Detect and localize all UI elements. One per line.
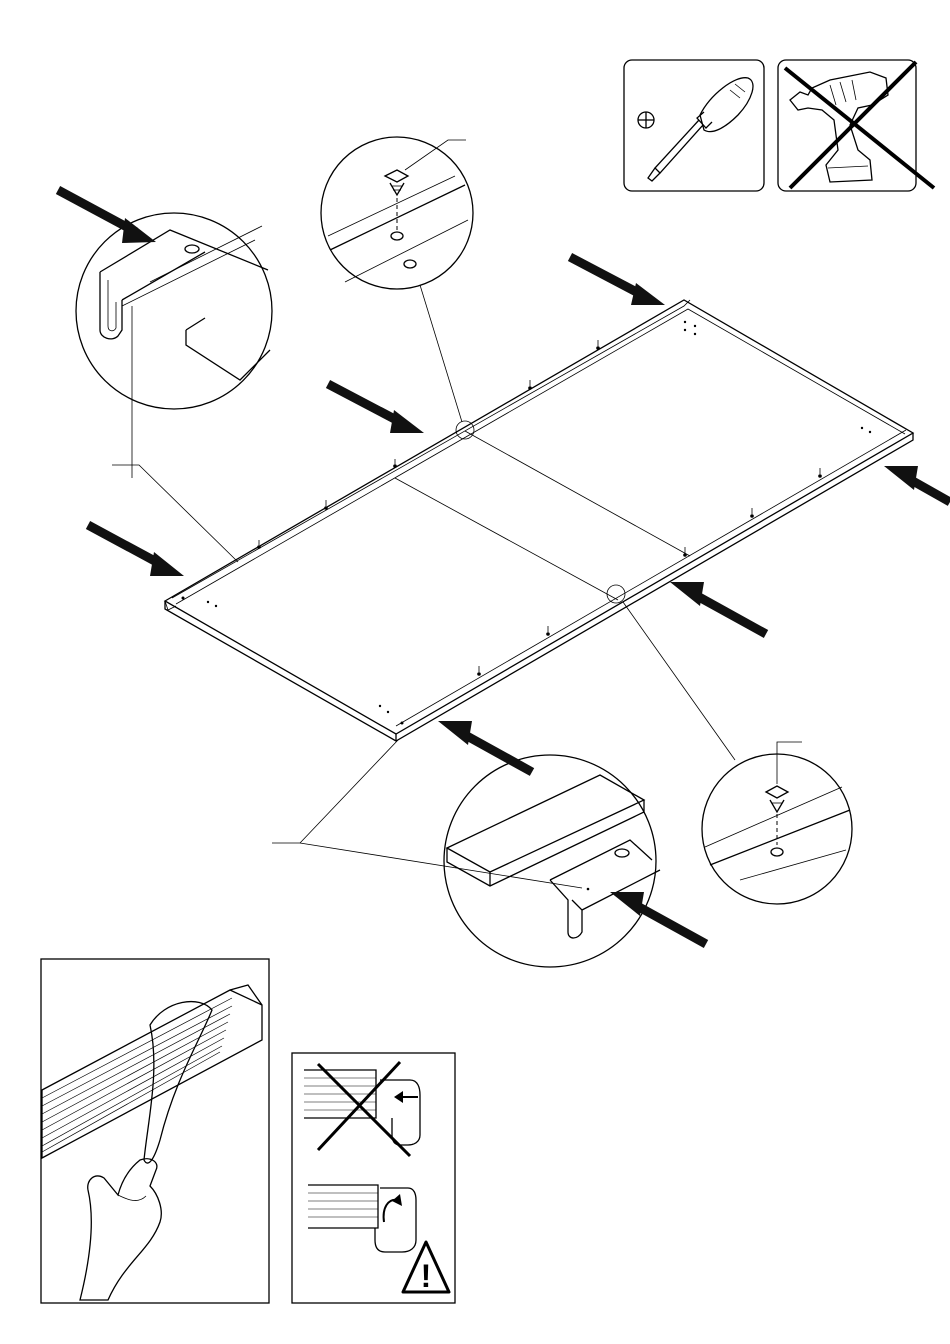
arrow-icon <box>438 721 532 772</box>
tool-box-power-drill <box>778 60 934 191</box>
detail-callout-front-profile <box>444 755 660 967</box>
wrong-push-in <box>304 1062 420 1156</box>
power-drill-icon <box>790 72 888 182</box>
arrow-icon <box>328 384 424 433</box>
tool-box-screwdriver <box>624 60 764 191</box>
direction-arrows <box>58 190 950 944</box>
detail-callout-screw-bottom <box>702 742 852 904</box>
arrow-icon <box>884 466 950 502</box>
arrow-icon <box>670 582 766 634</box>
correct-fold-over <box>308 1185 416 1252</box>
arrow-icon <box>570 257 665 305</box>
arrow-icon <box>88 525 184 576</box>
board-screws <box>182 321 872 725</box>
leader-line-front-profile <box>272 740 398 843</box>
strip-peel-illustration <box>41 959 269 1303</box>
screwdriver-icon <box>638 78 753 181</box>
arrow-icon <box>58 190 156 243</box>
detail-callout-profile-end <box>76 213 272 478</box>
detail-callout-screw-top <box>321 137 473 289</box>
board-assembly <box>165 300 913 741</box>
leader-line-top-screw <box>420 285 462 422</box>
edge-strip-warning-panel: ! <box>292 1053 455 1303</box>
svg-text:!: ! <box>421 1258 432 1294</box>
not-allowed-cross-icon <box>785 62 934 188</box>
leader-line-bottom-screw <box>623 602 735 760</box>
